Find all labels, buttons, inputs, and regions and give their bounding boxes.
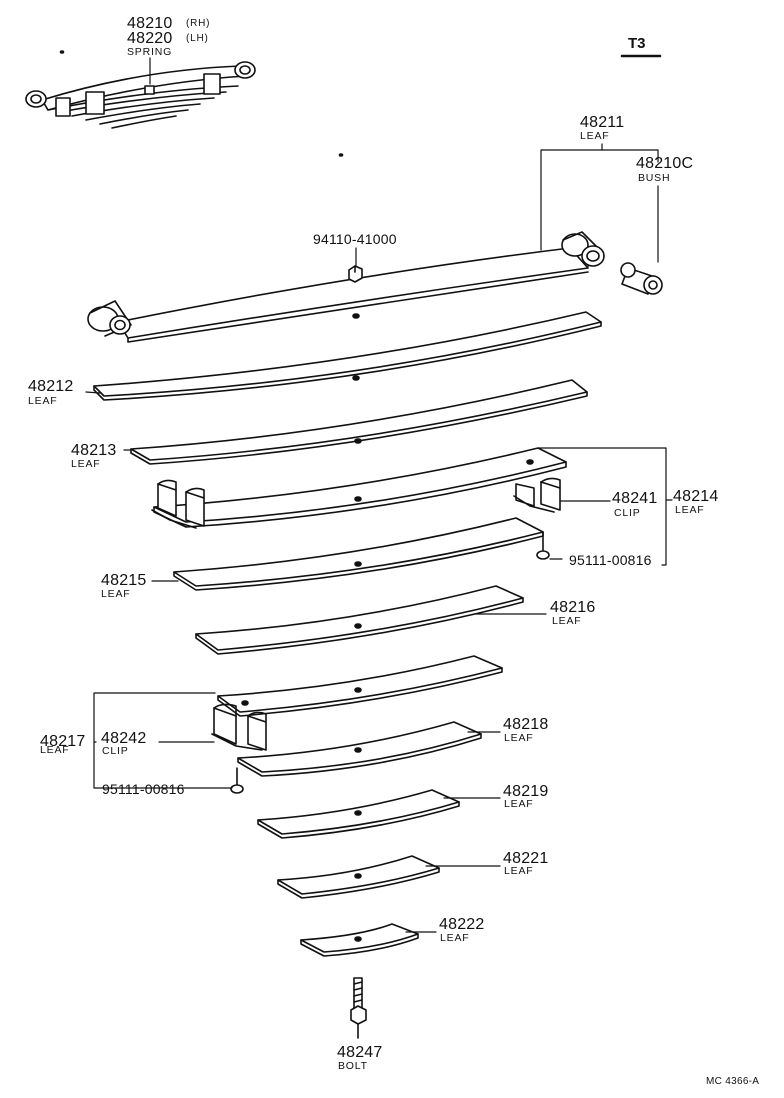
leaf-48217-shape <box>217 655 503 717</box>
leaf-48216-part-number: 48216 <box>550 599 596 616</box>
leaf-48219-part-number: 48219 <box>503 783 549 800</box>
bush-part-number: 48210C <box>636 155 694 172</box>
clip-48242-shape <box>211 703 267 751</box>
clip-48241-part-number: 48241 <box>612 490 658 507</box>
leaf-48221-part-number: 48221 <box>503 850 549 867</box>
leaf-48221-name: LEAF <box>504 865 534 877</box>
leaf-48213-shape <box>130 379 588 465</box>
center-bolt-part-number: 48247 <box>337 1044 383 1061</box>
leaf-48211-part-number: 48211 <box>580 114 625 131</box>
drawing-code: MC 4366-A <box>706 1076 760 1087</box>
leaf-48219-name: LEAF <box>504 798 534 810</box>
spring-name: SPRING <box>127 46 173 58</box>
leaf-48216-name: LEAF <box>552 615 582 627</box>
leaf-48214-part-number: 48214 <box>673 488 719 505</box>
leaf-48215-part-number: 48215 <box>101 572 147 589</box>
bolt-95111-00816-upper-shape <box>536 531 550 560</box>
bush-name: BUSH <box>638 172 671 184</box>
leaf-48212-name: LEAF <box>28 395 58 407</box>
leaf-48211-shape <box>87 231 605 343</box>
clip-48242-name: CLIP <box>102 745 129 757</box>
leaf-48222-shape <box>300 923 419 957</box>
center-bolt-name: BOLT <box>338 1060 368 1072</box>
spring-part-number-lh: 48220 <box>127 30 173 47</box>
bolt-95111-00816-lower-shape <box>230 767 244 794</box>
bolt-lower-part-number: 95111-00816 <box>102 781 185 797</box>
nut-part-number: 94110-41000 <box>313 231 397 247</box>
leaf-48214-shape <box>153 447 567 528</box>
leaf-48219-shape <box>257 789 460 839</box>
bolt-upper-part-number: 95111-00816 <box>569 552 652 568</box>
leaf-48218-name: LEAF <box>504 732 534 744</box>
leader-lines <box>85 57 673 933</box>
clip-48241-shape-left <box>151 479 205 529</box>
leaf-48211-name: LEAF <box>580 130 610 142</box>
leaf-48216-shape <box>195 585 524 655</box>
leaf-48215-shape <box>173 517 544 591</box>
center-bolt-48247-shape <box>350 977 367 1039</box>
clip-48242-part-number: 48242 <box>101 730 147 747</box>
leaf-48222-name: LEAF <box>440 932 470 944</box>
nut-94110-41000-shape <box>348 265 363 283</box>
catalog-tag: T3 <box>628 35 646 52</box>
leaf-48222-part-number: 48222 <box>439 916 485 933</box>
bush-48210c-shape <box>620 262 663 295</box>
leaf-48217-part-number: 48217 <box>40 733 86 750</box>
clip-48241-shape-right <box>513 477 561 513</box>
leaf-48217-name: LEAF <box>40 744 70 756</box>
leaf-48215-name: LEAF <box>101 588 131 600</box>
leaf-48218-shape <box>237 721 482 777</box>
leaf-48221-shape <box>277 855 440 899</box>
leaf-48212-shape <box>93 311 602 401</box>
leaf-48214-name: LEAF <box>675 504 705 516</box>
leaf-48218-part-number: 48218 <box>503 716 549 733</box>
clip-48241-name: CLIP <box>614 507 641 519</box>
assembled-spring-thumbnail <box>25 61 256 129</box>
leaf-48213-part-number: 48213 <box>71 442 117 459</box>
spring-side-rh: (RH) <box>186 18 211 29</box>
spring-side-lh: (LH) <box>186 33 209 44</box>
leaf-48213-name: LEAF <box>71 458 101 470</box>
leaf-48212-part-number: 48212 <box>28 378 74 395</box>
spring-part-number-rh: 48210 <box>127 15 173 32</box>
